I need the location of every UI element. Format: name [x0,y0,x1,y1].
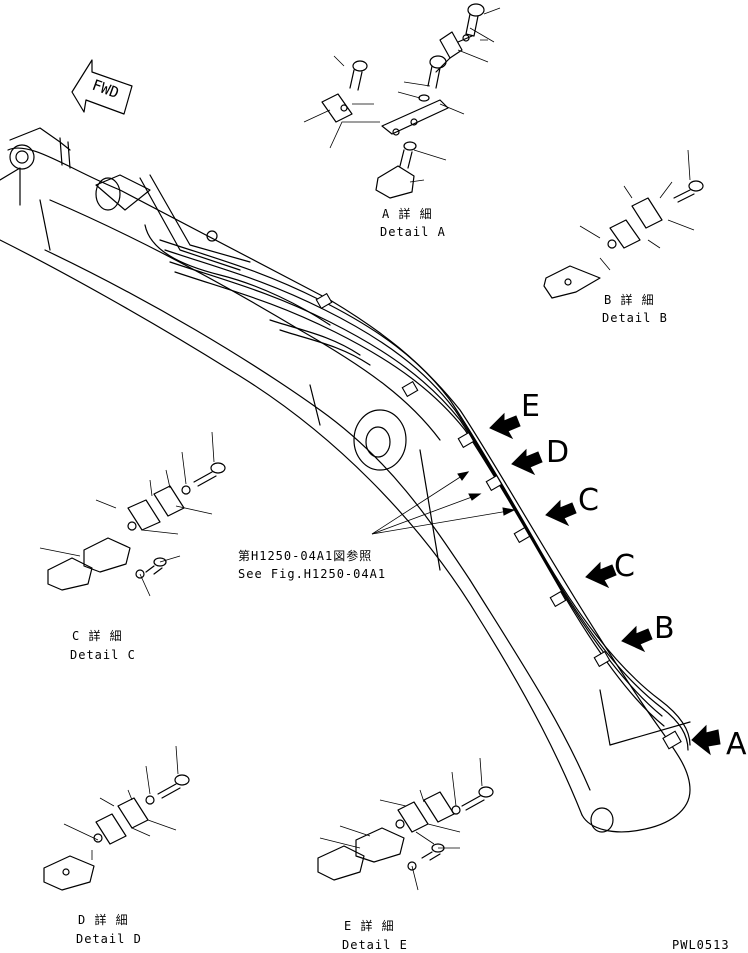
callout-d: D [511,435,569,476]
detail-d-jp: D 詳 細 [78,912,129,927]
callout-e-letter: E [521,389,540,424]
detail-a-en: Detail A [380,225,446,239]
reference-en: See Fig.H1250-04A1 [238,567,386,581]
callout-a-letter: A [726,727,747,762]
detail-a-drawing: A 詳 細 Detail A [303,3,501,239]
detail-e-drawing: E 詳 細 Detail E [317,757,494,952]
callout-a: A [691,724,747,762]
detail-c-en: Detail C [70,648,136,662]
detail-e-jp: E 詳 細 [344,918,395,933]
callout-c2: C [585,549,635,589]
callout-b: B [621,611,675,653]
arm-body [0,127,691,833]
detail-b-en: Detail B [602,311,668,325]
detail-a-jp: A 詳 細 [382,206,433,221]
detail-c-jp: C 詳 細 [72,628,123,643]
callout-c1-letter: C [578,483,599,518]
drawing-code: PWL0513 [672,938,730,952]
callout-c1: C [545,483,599,527]
callout-d-letter: D [546,435,569,470]
callout-c2-letter: C [614,549,635,584]
detail-e-en: Detail E [342,938,408,952]
detail-b-drawing: B 詳 細 Detail B [543,149,704,325]
reference-jp: 第H1250-04A1図参照 [238,548,372,563]
hydraulic-piping [144,224,691,751]
detail-d-drawing: D 詳 細 Detail D [43,745,190,946]
fwd-arrow: FWD [71,59,133,115]
fwd-label: FWD [90,76,122,102]
detail-c-drawing: C 詳 細 Detail C [39,431,226,662]
reference-leaders: 第H1250-04A1図参照 See Fig.H1250-04A1 [238,471,516,581]
callout-b-letter: B [654,611,675,646]
detail-d-en: Detail D [76,932,142,946]
callout-e: E [489,389,540,440]
detail-b-jp: B 詳 細 [604,292,655,307]
